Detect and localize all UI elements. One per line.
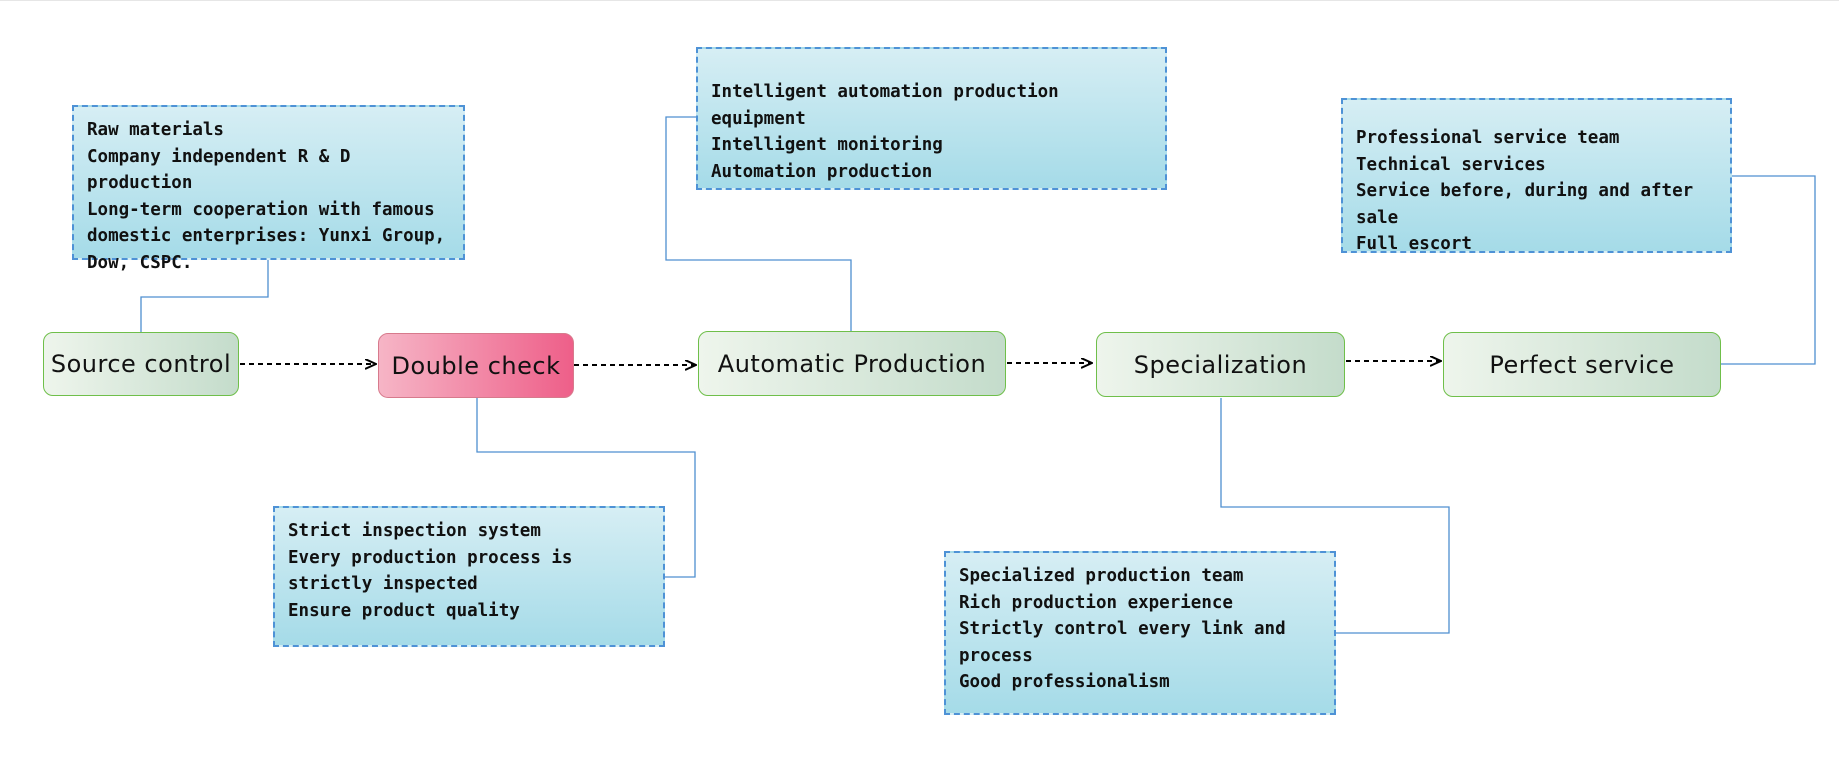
note-line: Service before, during and after sale [1356,181,1704,228]
connector-double-check [476,398,696,578]
note-raw-materials: Raw materials Company independent R & D … [72,105,465,273]
note-line: Every production process is strictly ins… [288,547,584,595]
note-line: Intelligent automation production equipm… [711,82,1070,129]
connector-source-raw [140,259,269,332]
note-line: Long-term cooperation with famous domest… [87,199,456,273]
flow-arrows [240,361,1440,365]
node-double-check-label: Double check [391,351,561,380]
note-line: Strict inspection system [288,521,541,541]
node-automatic-production[interactable]: Automatic Production [698,331,1006,396]
node-perfect-service-label: Perfect service [1489,350,1675,379]
note-connectors [140,116,1816,634]
connector-spec-note [1220,398,1450,634]
note-line: Ensure product quality [288,600,520,621]
node-automatic-production-label: Automatic Production [717,349,987,378]
note-line: Strictly control every link and process [959,619,1297,666]
node-perfect-service[interactable]: Perfect service [1443,332,1721,397]
note-line: Raw materials [87,120,224,140]
note-line: Specialized production team [959,566,1244,586]
top-border-line [0,0,1839,1]
note-line: Full escort [1356,234,1472,254]
note-line: Company independent R & D production [87,146,361,194]
note-inspection: Strict inspection system Every productio… [273,506,665,647]
note-specialization: Specialized production team Rich product… [944,551,1336,715]
node-specialization[interactable]: Specialization [1096,332,1345,397]
note-line: Technical services [1356,154,1546,175]
node-double-check[interactable]: Double check [378,333,574,398]
connector-service-note [1721,175,1816,365]
note-line: Intelligent monitoring [711,135,943,155]
note-line: Professional service team [1356,128,1620,148]
note-service: Professional service team Technical serv… [1341,98,1732,254]
node-specialization-label: Specialization [1133,350,1308,379]
note-line: Automation production [711,161,933,182]
note-line: Good professionalism [959,672,1170,692]
node-source-control[interactable]: Source control [43,332,239,396]
note-line: Rich production experience [959,592,1233,613]
node-source-control-label: Source control [50,350,232,378]
note-automation: Intelligent automation production equipm… [696,47,1167,190]
connector-auto-note [665,116,852,331]
